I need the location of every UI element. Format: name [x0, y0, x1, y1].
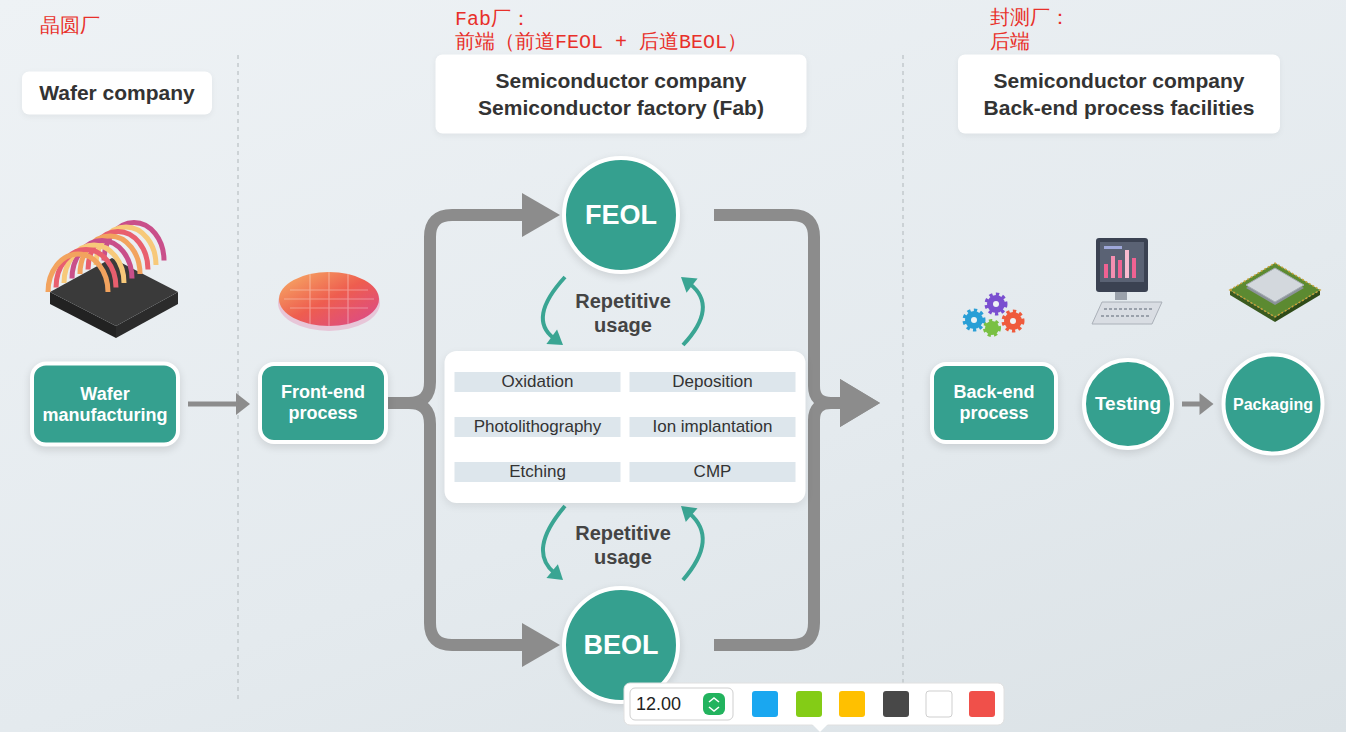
node-text: BEOL [583, 630, 658, 661]
connector [543, 506, 703, 580]
connector [543, 277, 703, 345]
annotation: 前端（前道FEOL + 后道BEOL） [455, 32, 747, 54]
node-text: Wafer manufacturing [42, 383, 168, 424]
annotation: 晶圆厂 [40, 16, 100, 38]
annotation: 封测厂： [990, 8, 1070, 30]
column-header: Semiconductor companySemiconductor facto… [436, 55, 807, 134]
step-panel: Oxidation DepositionPhotolithography Ion i… [445, 351, 806, 503]
process-box: Wafer manufacturing [30, 362, 180, 447]
node-text: CMP [694, 462, 732, 482]
process-box: Front-end process [258, 362, 388, 444]
node-text: Semiconductor company [994, 68, 1245, 94]
format-toolbar: 12.00 [624, 683, 1004, 725]
annotation: Fab厂： [455, 9, 531, 31]
column-header: Semiconductor companyBack-end process fa… [958, 55, 1280, 134]
step-cell: CMP [630, 462, 796, 482]
edge-label: Repetitive usage [567, 289, 679, 337]
computer-icon [1092, 238, 1162, 324]
step-cell: Oxidation [455, 372, 621, 392]
process-box: Back-end process [930, 362, 1058, 444]
wafer-icon [278, 272, 380, 331]
node-text: Back-end process [942, 382, 1046, 423]
node-text: Front-end process [270, 382, 376, 423]
edge-label: Repetitive usage [567, 521, 679, 569]
node-text: Packaging [1233, 395, 1313, 413]
process-circle: Packaging [1222, 353, 1325, 456]
node-text: Deposition [672, 372, 752, 392]
process-circle: Testing [1082, 358, 1174, 450]
process-circle: FEOL [562, 156, 680, 274]
step-cell: Deposition [630, 372, 796, 392]
node-text: Semiconductor factory (Fab) [478, 94, 764, 120]
divider-line [237, 55, 238, 700]
node-text: Wafer company [39, 80, 195, 106]
step-cell: Etching [455, 462, 621, 482]
chip-icon [1230, 263, 1320, 322]
node-text: Ion implantation [652, 417, 772, 437]
step-cell: Photolithography [455, 417, 621, 437]
node-text: Back-end process facilities [984, 94, 1255, 120]
input-value: 12.00 [636, 693, 681, 715]
node-text: FEOL [585, 200, 657, 231]
node-text: Semiconductor company [496, 68, 747, 94]
node-text: Etching [509, 462, 566, 482]
node-text: Testing [1095, 393, 1161, 415]
annotation: 后端 [990, 32, 1030, 54]
node-text: Oxidation [502, 372, 574, 392]
column-header: Wafer company [22, 72, 212, 115]
node-text: Photolithography [474, 417, 602, 437]
gears-icon [965, 295, 1022, 335]
step-cell: Ion implantation [630, 417, 796, 437]
divider-line [902, 55, 903, 700]
connector [188, 393, 250, 415]
wafer-cassette-icon [48, 223, 178, 339]
connector [1182, 393, 1214, 415]
